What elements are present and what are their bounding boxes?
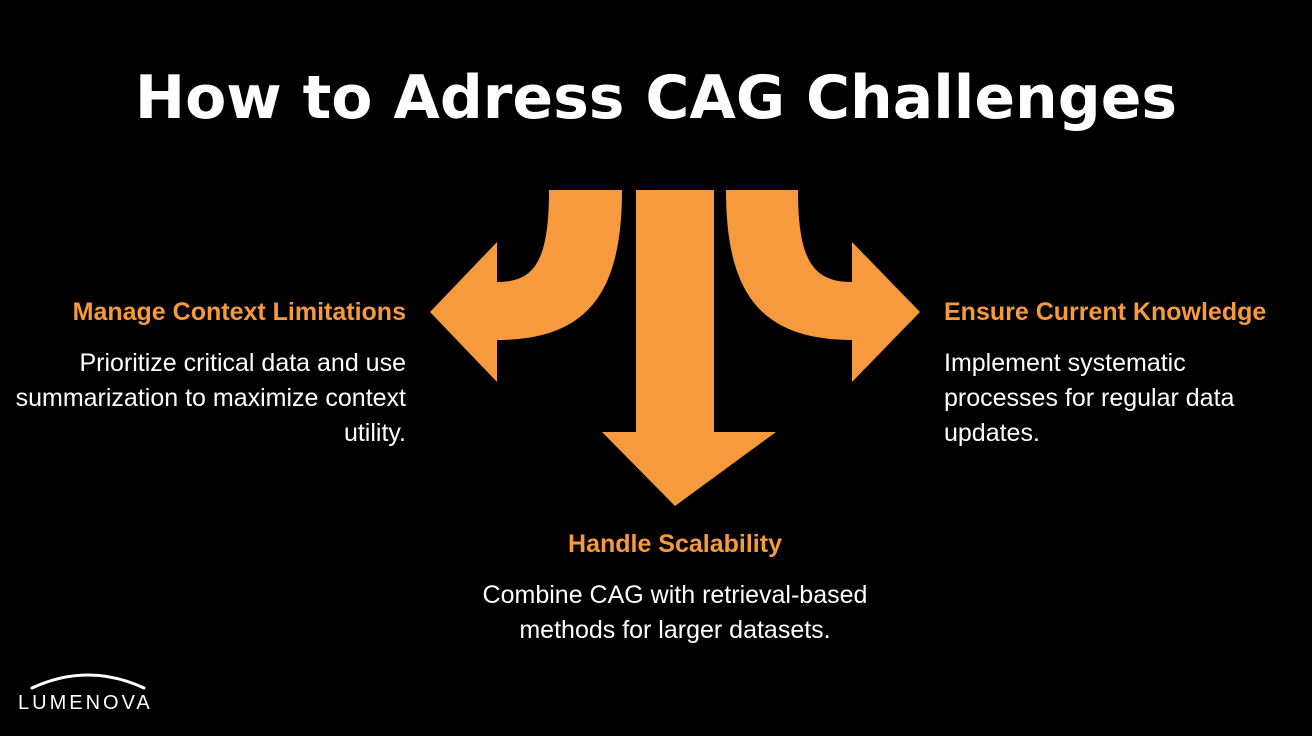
ensure-knowledge-description: Implement systematic processes for regul…	[944, 349, 1235, 447]
scalability-heading: Handle Scalability	[568, 530, 782, 558]
scalability-section: Handle Scalability Combine CAG with retr…	[475, 528, 875, 648]
scalability-description: Combine CAG with retrieval-based methods…	[482, 581, 868, 644]
lumenova-logo: LUMENOVA	[18, 668, 158, 720]
logo-arc-icon	[30, 673, 146, 690]
ensure-knowledge-section: Ensure Current Knowledge Implement syste…	[944, 296, 1304, 451]
page-title: How to Adress CAG Challenges	[134, 63, 1178, 133]
manage-context-description: Prioritize critical data and use summari…	[15, 349, 406, 447]
logo-text: LUMENOVA	[18, 692, 153, 714]
right-curved-arrow	[726, 190, 920, 382]
ensure-knowledge-heading: Ensure Current Knowledge	[944, 298, 1267, 326]
manage-context-heading: Manage Context Limitations	[72, 298, 406, 326]
left-curved-arrow	[430, 190, 622, 382]
down-arrow	[602, 190, 776, 506]
manage-context-section: Manage Context Limitations Prioritize cr…	[0, 296, 406, 451]
